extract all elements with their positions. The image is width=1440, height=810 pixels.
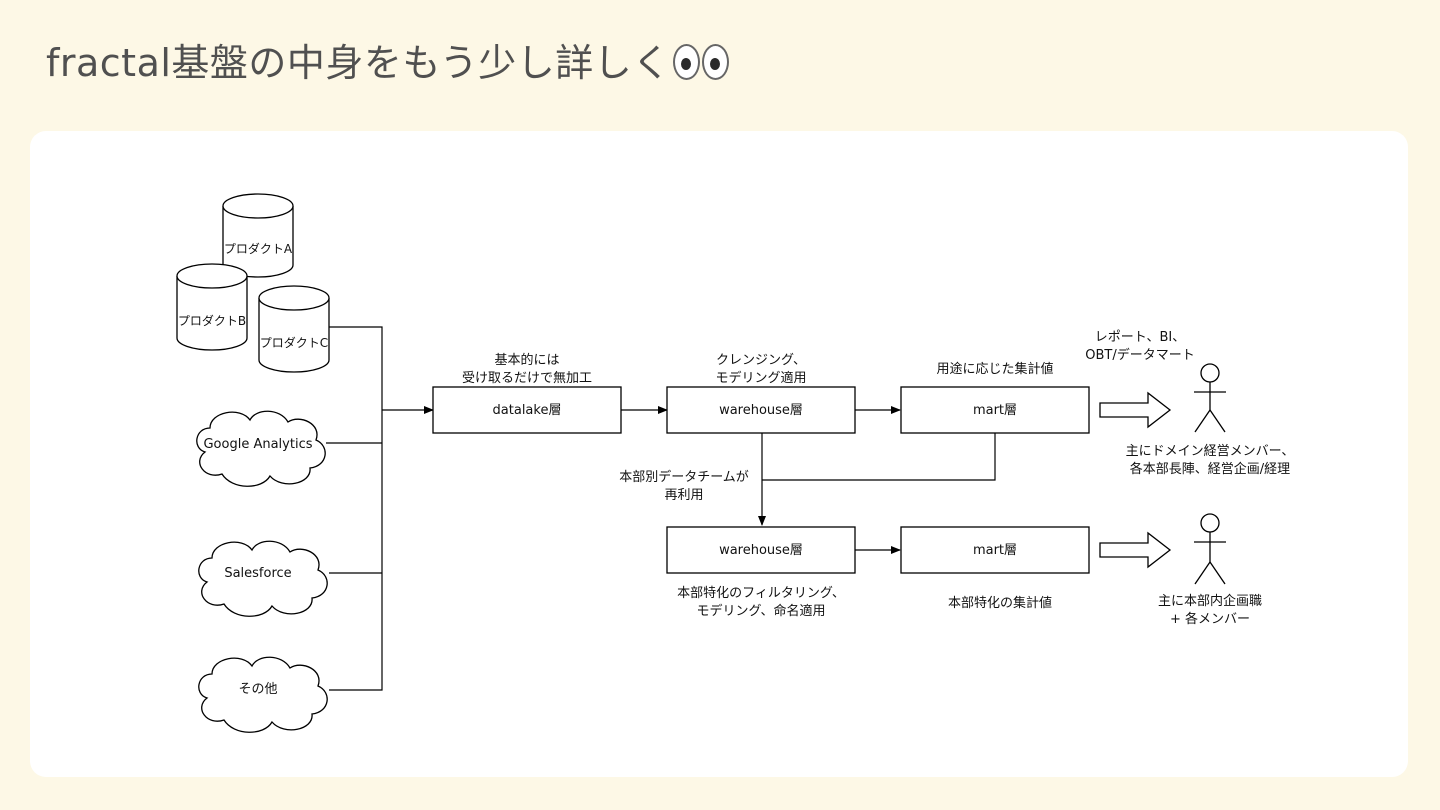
salesforce-label: Salesforce <box>224 566 291 581</box>
bottom-users-line-2: + 各メンバー <box>1170 611 1250 627</box>
cloud-icon <box>198 656 328 733</box>
actor-stick-figure-icon <box>1194 363 1226 433</box>
source-bus-line <box>329 326 383 691</box>
google-analytics-label: Google Analytics <box>203 437 312 452</box>
outputs-note-line-1: レポート、BI、 <box>1095 330 1186 345</box>
slide-title: fractal基盤の中身をもう少し詳しく <box>46 32 729 87</box>
eyes-icon <box>671 41 729 85</box>
top-users-line-1: 主にドメイン経営メンバー、 <box>1126 444 1295 459</box>
mart-label: mart層 <box>973 403 1017 418</box>
reuse-note-line-2: 再利用 <box>664 488 703 503</box>
outline-arrow-icon <box>1099 531 1172 569</box>
cloud-icon <box>196 410 326 487</box>
cloud-icon <box>198 540 328 617</box>
top-users-line-2: 各本部長陣、経営企画/経理 <box>1130 461 1290 477</box>
product-b-label: プロダクトB <box>178 313 246 328</box>
reuse-note-line-1: 本部別データチームが <box>619 469 749 485</box>
warehouse-label: warehouse層 <box>719 403 803 418</box>
right-eye-icon <box>701 44 729 80</box>
source-connectors <box>326 326 996 691</box>
dept-warehouse-note-line-2: モデリング、命名適用 <box>696 603 825 619</box>
mart-note: 用途に応じた集計値 <box>936 361 1053 377</box>
database-cylinder-icon <box>258 285 330 373</box>
dept-warehouse-box <box>666 526 856 574</box>
warehouse-note-line-2: モデリング適用 <box>715 370 806 386</box>
connector-mart-to-dept <box>762 433 996 481</box>
outputs-note-line-2: OBT/データマート <box>1085 347 1194 363</box>
left-eye-icon <box>672 44 700 80</box>
actor-stick-figure-icon <box>1194 513 1226 585</box>
datalake-box <box>432 386 622 434</box>
dept-warehouse-label: warehouse層 <box>719 543 803 558</box>
other-source-label: その他 <box>238 682 277 697</box>
dept-mart-box <box>900 526 1090 574</box>
database-cylinder-icon <box>222 193 294 278</box>
database-cylinder-icon <box>176 263 248 351</box>
datalake-note-line-2: 受け取るだけで無加工 <box>462 371 592 386</box>
dept-mart-note: 本部特化の集計値 <box>948 595 1052 611</box>
warehouse-note-line-1: クレンジング、 <box>716 353 806 368</box>
outline-arrow-icon <box>1099 391 1172 429</box>
product-a-label: プロダクトA <box>224 241 293 256</box>
slide-title-text: fractal基盤の中身をもう少し詳しく <box>46 41 671 85</box>
bottom-users-line-1: 主に本部内企画職 <box>1158 593 1262 609</box>
dept-warehouse-note-line-1: 本部特化のフィルタリング、 <box>677 586 845 601</box>
datalake-label: datalake層 <box>493 403 562 418</box>
product-c-label: プロダクトC <box>260 335 328 350</box>
dept-mart-label: mart層 <box>973 543 1017 558</box>
warehouse-box <box>666 386 856 434</box>
datalake-note-line-1: 基本的には <box>494 352 559 368</box>
mart-box <box>900 386 1090 434</box>
